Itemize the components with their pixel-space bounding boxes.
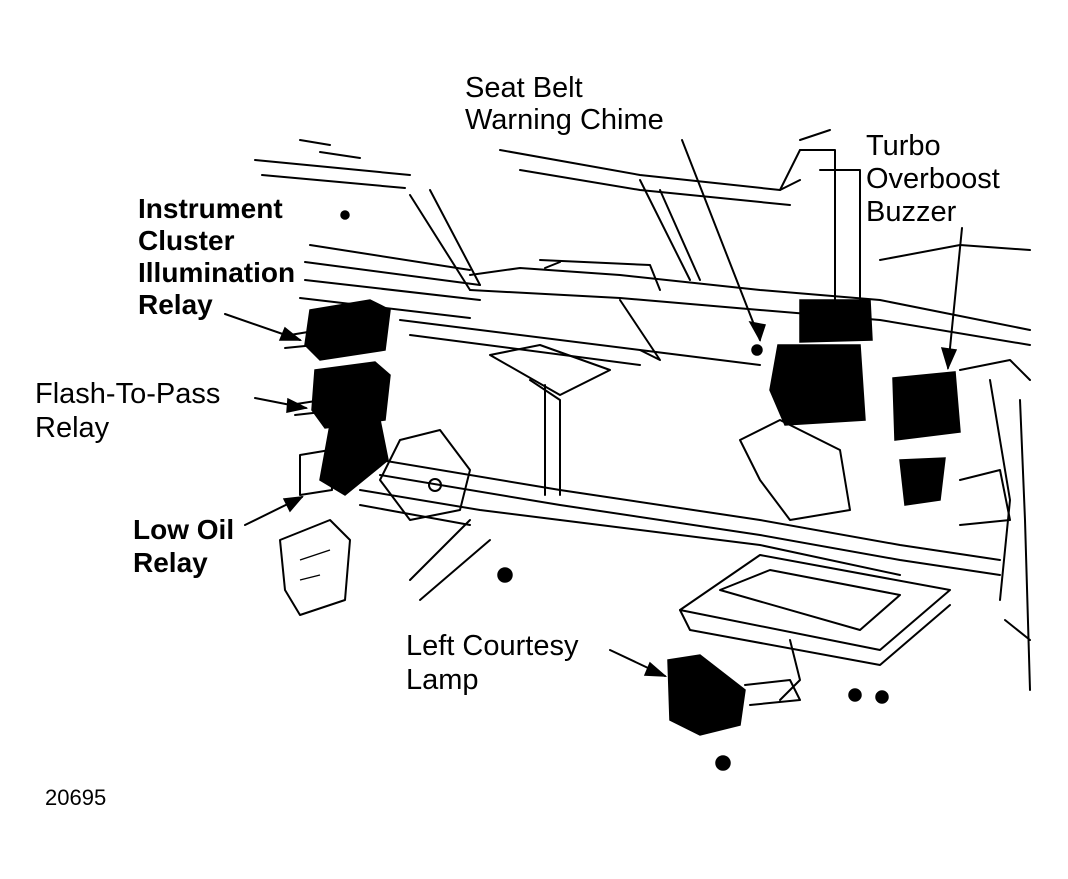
courtesy-lamp-label-line2: Lamp [406,664,479,696]
cluster-relay-label-line2: Cluster [138,225,235,256]
seat-belt-chime-label-line2: Warning Chime [465,104,664,136]
flash-to-pass-relay [289,361,391,429]
cluster-relay-label-line1: Instrument [138,193,283,224]
courtesy-lamp-label-line1: Left Courtesy [406,630,579,662]
flash-relay-label-line2: Relay [35,412,110,444]
turbo-buzzer-label-line3: Buzzer [866,196,957,228]
instrument-cluster-illumination-relay [284,299,391,361]
seat-belt-chime-label-line1: Seat Belt [465,72,583,104]
figure-number: 20695 [45,785,107,810]
cluster-relay-label-line4: Relay [138,289,213,320]
leader-arrows [224,139,963,677]
seat-belt-warning-chime [739,299,873,521]
flash-relay-label-line1: Flash-To-Pass [35,378,221,410]
turbo-buzzer-label-line2: Overboost [866,163,1000,195]
turbo-overboost-buzzer [892,371,961,506]
dash-frame-lines [254,129,1031,701]
cluster-relay-label-line3: Illumination [138,257,296,288]
low-oil-relay-label-line2: Relay [133,547,208,578]
turbo-buzzer-label-line1: Turbo [866,130,941,162]
screw-icons [340,210,889,771]
left-courtesy-lamp [667,654,801,736]
low-oil-relay-label-line1: Low Oil [133,514,235,545]
low-oil-relay [299,419,389,496]
